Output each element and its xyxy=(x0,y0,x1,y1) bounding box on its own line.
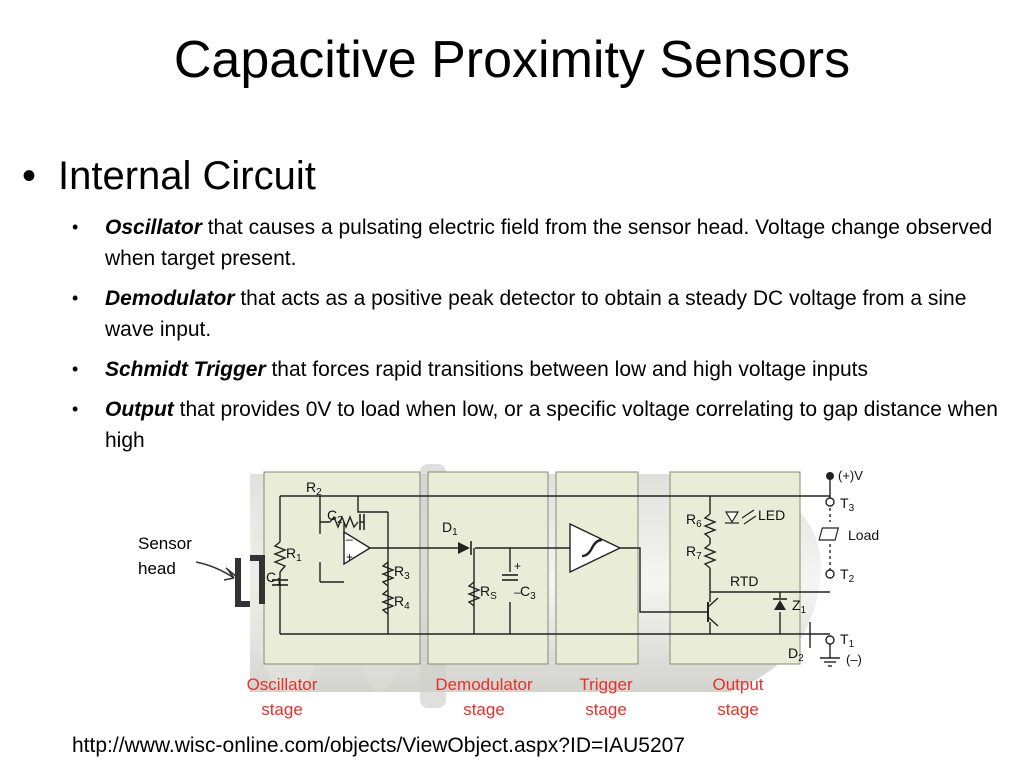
label-c2: C2 xyxy=(327,507,343,526)
sensor-label-2: head xyxy=(138,559,176,578)
bullet-dot: • xyxy=(22,154,37,198)
desc-demodulator: that acts as a positive peak detector to… xyxy=(105,287,967,341)
label-vplus: (+)V xyxy=(838,468,863,483)
label-r6: R6 xyxy=(686,511,702,530)
source-link[interactable]: http://www.wisc-online.com/objects/ViewO… xyxy=(72,734,685,757)
stage-output-line1: Output xyxy=(712,675,763,694)
circuit-diagram: Sensor head – + xyxy=(138,464,879,719)
oscillator-panel xyxy=(263,471,421,665)
output-transistor xyxy=(707,597,719,627)
stage-demodulator-line1: Demodulator xyxy=(435,675,533,694)
schmitt-trigger xyxy=(569,522,622,574)
resistor-r1 xyxy=(273,541,287,573)
label-rs: RS xyxy=(480,583,497,602)
bullet-dot: • xyxy=(72,288,79,308)
sensor-head xyxy=(195,555,265,607)
main-bullet-text: Internal Circuit xyxy=(58,154,316,198)
label-rtd: RTD xyxy=(730,573,759,589)
label-t1: T1 xyxy=(840,631,855,650)
desc-output: that provides 0V to load when low, or a … xyxy=(105,398,998,452)
diode-d1 xyxy=(458,541,472,555)
label-minus: (–) xyxy=(846,652,862,667)
resistor-r7 xyxy=(703,543,717,569)
led-indicator xyxy=(724,509,757,525)
label-r4: R4 xyxy=(394,593,410,612)
label-r7: R7 xyxy=(686,543,702,562)
slide-title: Capacitive Proximity Sensors xyxy=(173,31,851,89)
term-demodulator: Demodulator xyxy=(105,287,235,310)
label-r3: R3 xyxy=(394,563,410,582)
bullet-dot: • xyxy=(72,399,79,419)
trigger-panel xyxy=(555,471,639,665)
stage-oscillator-line2: stage xyxy=(261,700,303,719)
label-r2: R2 xyxy=(306,479,322,498)
demodulator-panel xyxy=(427,471,549,665)
resistor-r3 xyxy=(381,561,395,587)
output-panel xyxy=(669,471,801,665)
resistor-r4 xyxy=(381,589,395,615)
stage-trigger-line2: stage xyxy=(585,700,627,719)
label-c1: C1 xyxy=(266,569,282,588)
label-t2: T2 xyxy=(840,566,855,585)
stage-demodulator-line2: stage xyxy=(463,700,505,719)
zener-z1 xyxy=(773,598,787,610)
sub-bullet-list: • Oscillator that causes a pulsating elec… xyxy=(72,212,1007,465)
bullet-dot: • xyxy=(72,359,79,379)
term-output: Output xyxy=(105,398,174,421)
arrow-to-sensor xyxy=(225,567,239,579)
label-d2: D2 xyxy=(788,645,804,664)
label-z1: Z1 xyxy=(792,597,807,616)
label-t3: T3 xyxy=(840,495,855,514)
sub-bullet-output: • Output that provides 0V to load when lo… xyxy=(72,394,1007,456)
label-led: LED xyxy=(758,507,785,523)
stage-oscillator-line1: Oscillator xyxy=(247,675,318,694)
load-symbol xyxy=(818,527,840,541)
sub-bullet-schmidt-trigger: • Schmidt Trigger that forces rapid trans… xyxy=(72,354,1007,385)
term-schmidt-trigger: Schmidt Trigger xyxy=(105,358,266,381)
opamp-minus-label: – xyxy=(346,532,353,546)
stage-trigger-line1: Trigger xyxy=(579,675,633,694)
vplus-terminal xyxy=(826,472,834,480)
resistor-r2 xyxy=(329,515,359,529)
stage-output-line2: stage xyxy=(717,700,759,719)
sensor-label-1: Sensor xyxy=(138,534,192,553)
label-load: Load xyxy=(848,527,879,543)
opamp-plus-label: + xyxy=(346,550,353,564)
label-d1: D1 xyxy=(442,519,458,538)
label-c3: C3 xyxy=(520,583,536,602)
oscillator-opamp xyxy=(343,530,372,566)
sub-bullet-oscillator: • Oscillator that causes a pulsating elec… xyxy=(72,212,1007,274)
t3-terminal xyxy=(825,497,835,507)
resistor-rs xyxy=(467,581,481,607)
bullet-dot: • xyxy=(72,217,79,237)
sub-bullet-demodulator: • Demodulator that acts as a positive pea… xyxy=(72,283,1007,345)
label-r1: R1 xyxy=(286,545,302,564)
label-c3-plus: + xyxy=(514,559,521,573)
t1-terminal xyxy=(825,635,835,645)
ground-symbol xyxy=(820,657,840,667)
desc-schmidt-trigger: that forces rapid transitions between lo… xyxy=(265,358,869,381)
main-bullet: • Internal Circuit xyxy=(22,152,316,200)
term-oscillator: Oscillator xyxy=(105,216,202,239)
resistor-r6 xyxy=(703,513,717,539)
label-c3-minus: – xyxy=(514,585,521,599)
desc-oscillator: that causes a pulsating electric field f… xyxy=(105,216,993,270)
t2-terminal xyxy=(825,569,835,579)
